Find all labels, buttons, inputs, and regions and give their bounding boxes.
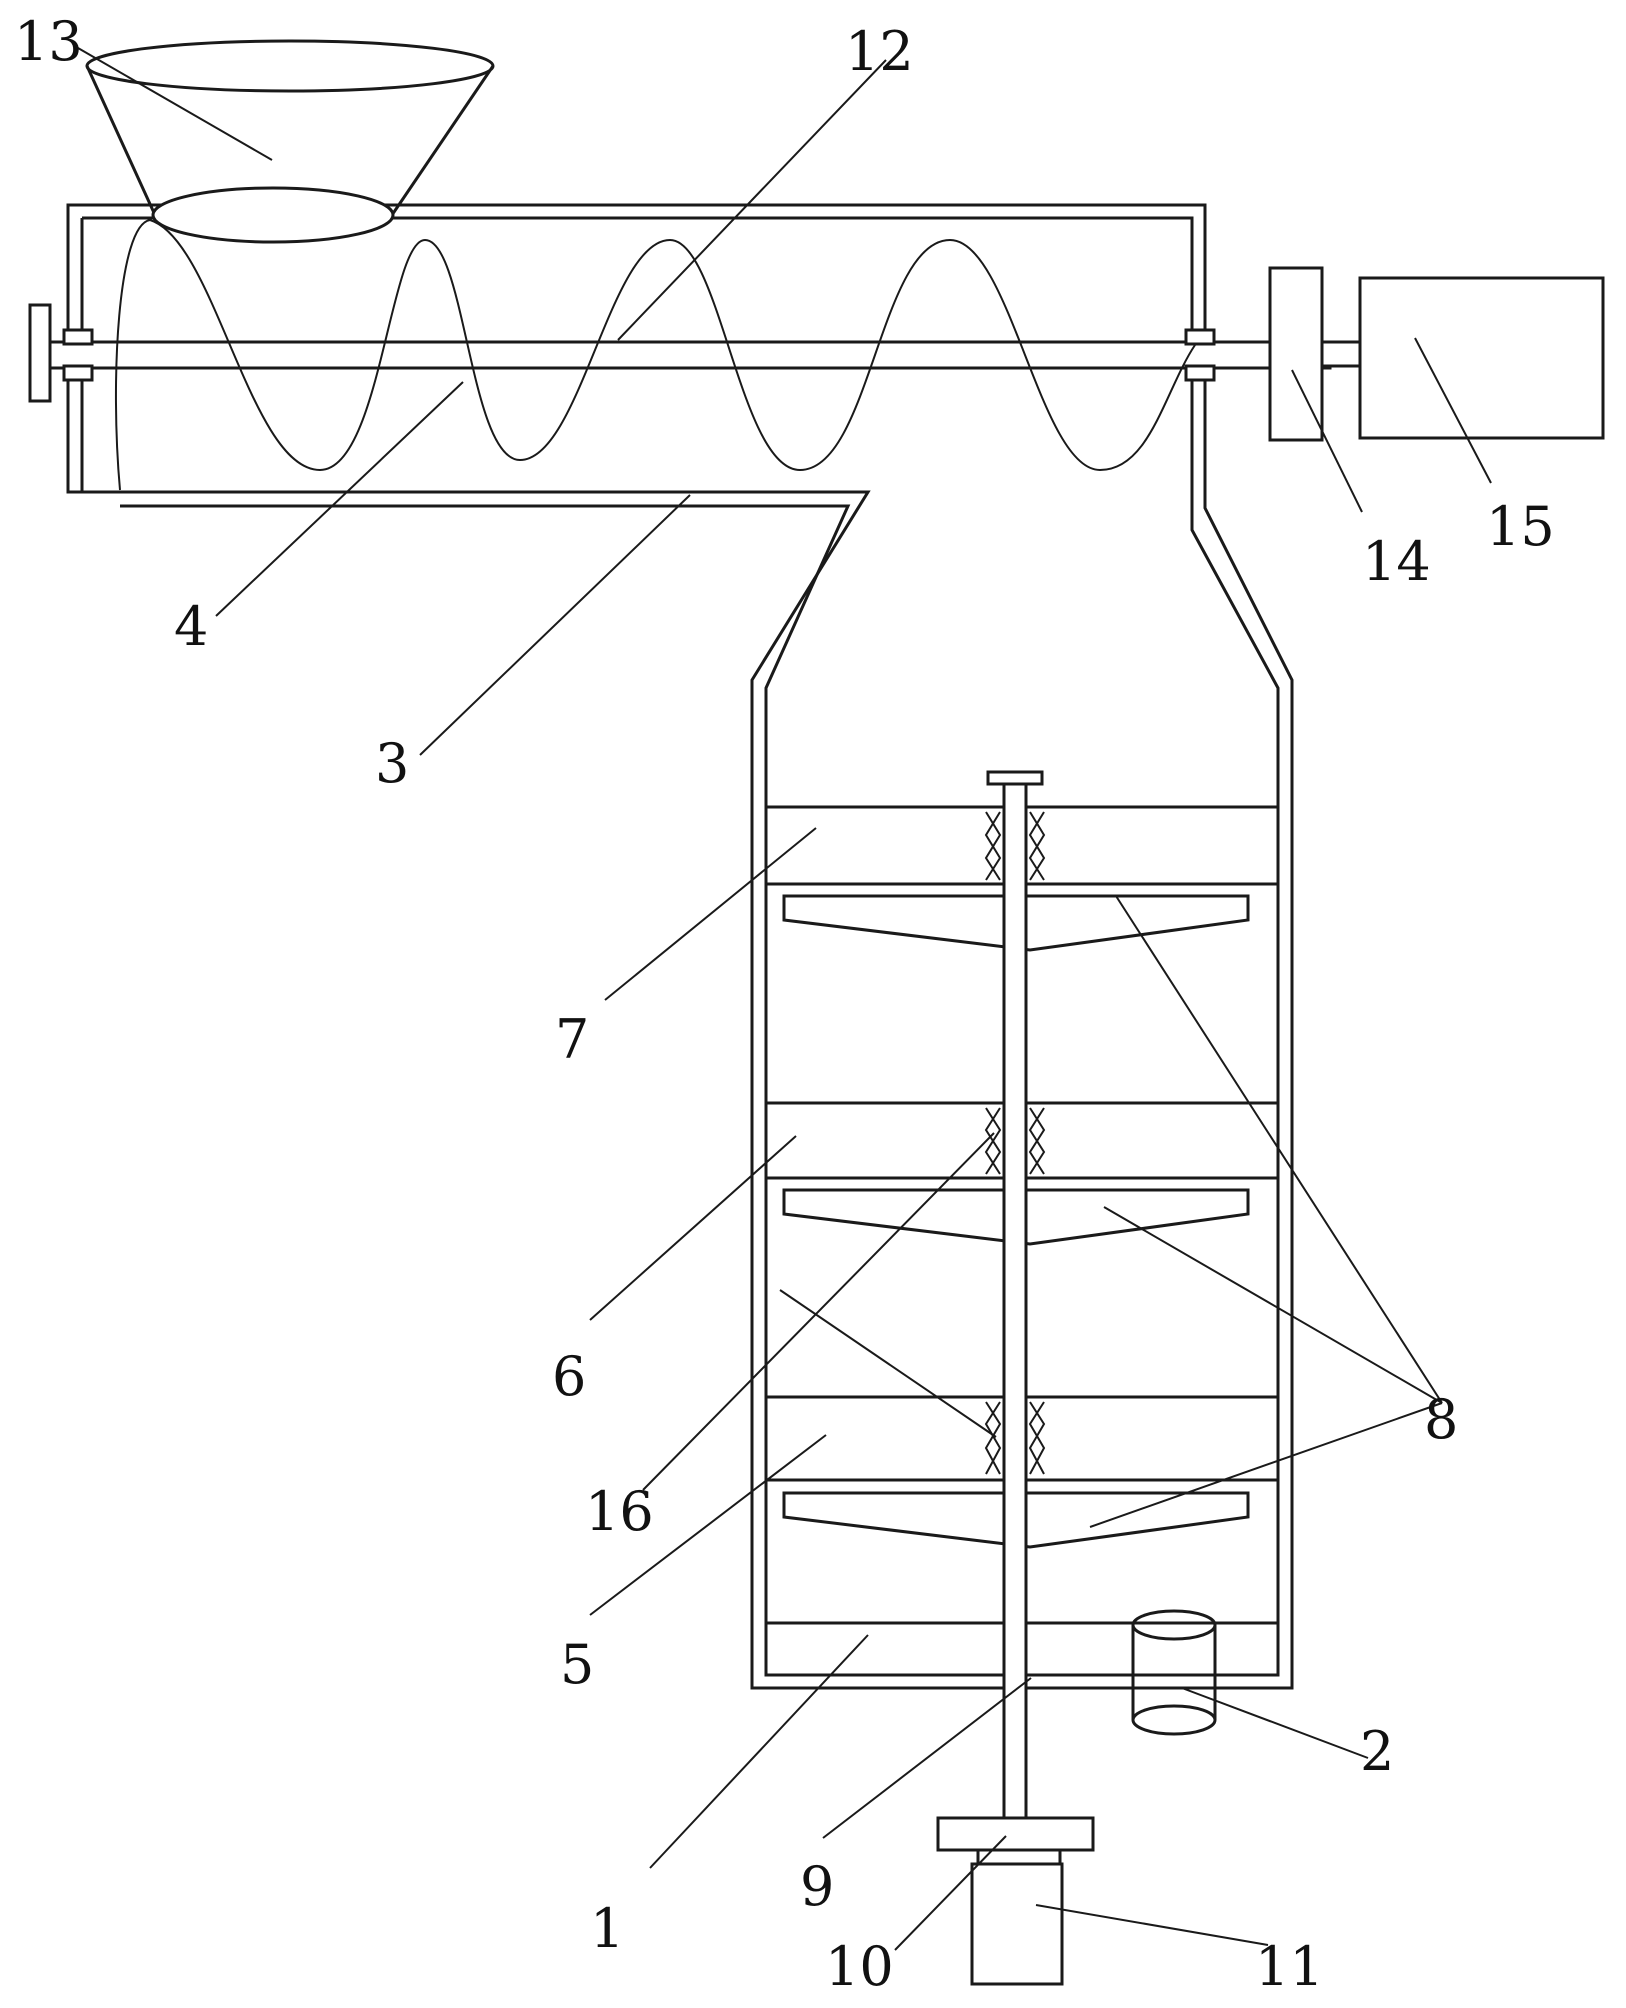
bearing-right-top [1184, 328, 1216, 346]
label-12: 12 [845, 20, 914, 83]
feed-hopper [85, 39, 495, 244]
label-7: 7 [555, 1008, 589, 1071]
bearing-left-top [62, 328, 94, 346]
springs [984, 811, 1046, 1475]
label-11: 11 [1255, 1935, 1324, 1998]
label-10: 10 [825, 1935, 894, 1998]
shaft-end-cap [28, 303, 52, 403]
label-1: 1 [590, 1897, 624, 1960]
leader-lines [77, 47, 1492, 1951]
label-9: 9 [800, 1855, 834, 1918]
label-16: 16 [585, 1480, 654, 1543]
shaft-link [1320, 340, 1364, 368]
label-14: 14 [1362, 530, 1431, 593]
label-8: 8 [1424, 1388, 1458, 1451]
screw-shaft [28, 303, 1332, 403]
label-15: 15 [1486, 495, 1555, 558]
bearing-left-bottom [62, 364, 94, 382]
label-2: 2 [1360, 1720, 1394, 1783]
conveyor-housing [66, 203, 1294, 1690]
label-3: 3 [375, 732, 409, 795]
label-6: 6 [552, 1345, 586, 1408]
labels: 13 12 4 3 7 6 16 5 1 9 10 11 2 8 14 15 [14, 10, 1555, 1998]
label-5: 5 [560, 1633, 594, 1696]
stirring-motor [970, 1862, 1064, 1986]
label-4: 4 [174, 595, 208, 658]
screw-motor [1358, 276, 1605, 440]
discharge-outlet [1131, 1609, 1217, 1736]
screw-blade [114, 218, 1196, 491]
reducer [936, 1816, 1095, 1852]
label-13: 13 [14, 10, 83, 73]
bearing-right-bottom [1184, 364, 1216, 382]
